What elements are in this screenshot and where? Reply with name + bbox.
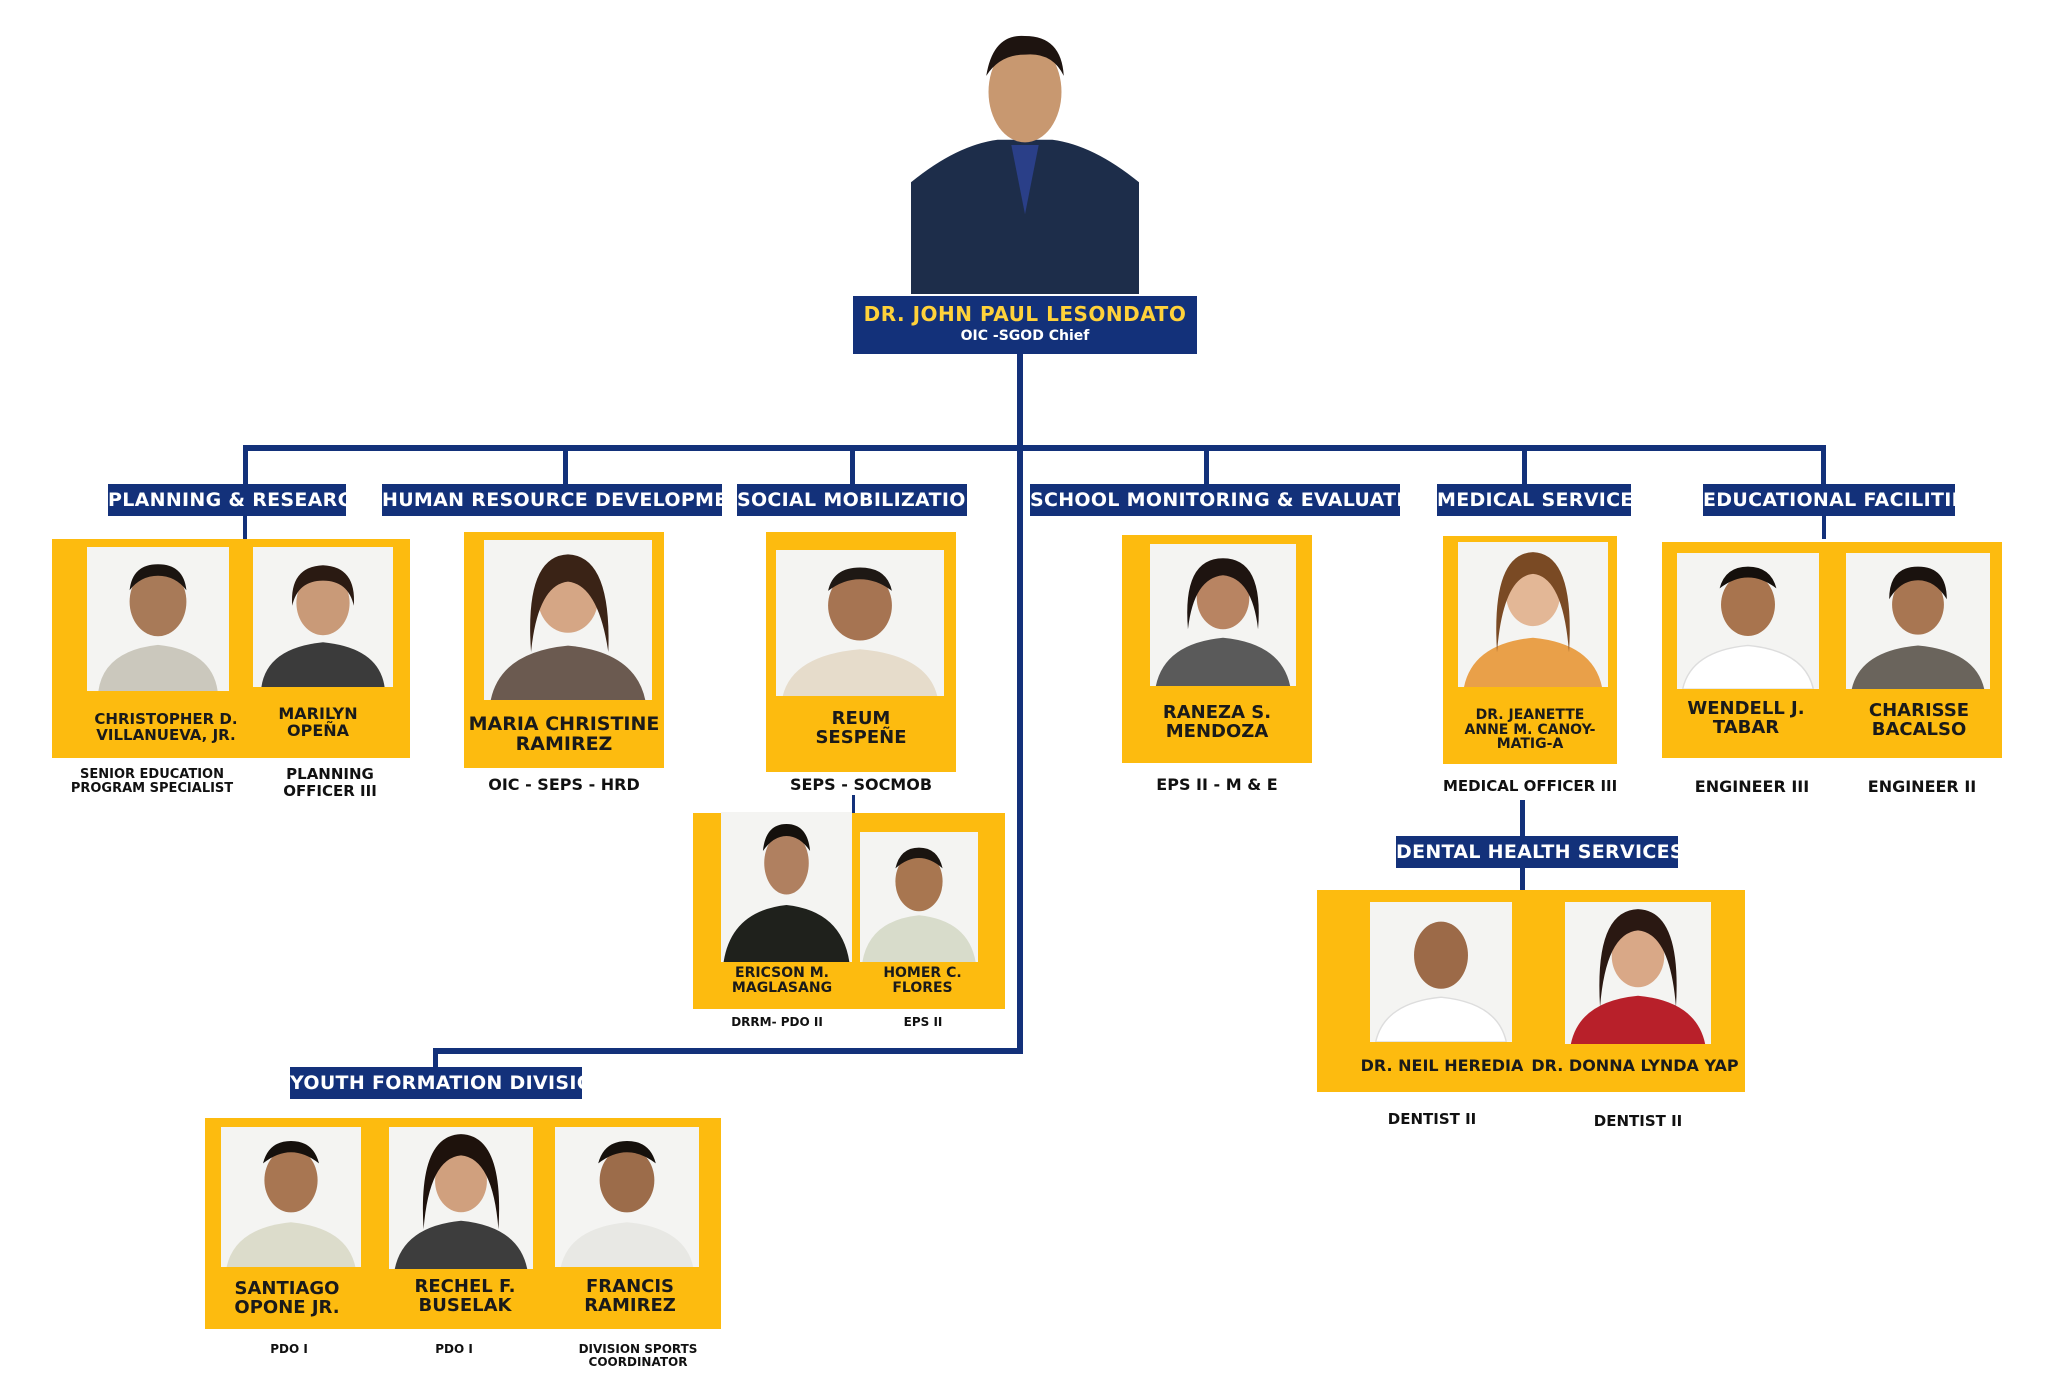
dept-school-monitoring-evaluation: SCHOOL MONITORING & EVALUATION (1030, 484, 1436, 516)
name-tabar: WENDELL J. TABAR (1687, 698, 1805, 738)
role-tabar: ENGINEER III (1694, 777, 1810, 796)
connector-horizontal-main (243, 445, 1826, 451)
name-flores: HOMER C. FLORES (883, 965, 962, 996)
name-heredia: DR. NEIL HEREDIA (1360, 1056, 1524, 1075)
role-yap: DENTIST II (1593, 1112, 1683, 1130)
dept-dental-health-services: DENTAL HEALTH SERVICES (1396, 836, 1684, 868)
photo-tabar (1677, 553, 1819, 689)
chief-title: OIC -SGOD Chief (960, 328, 1090, 344)
role-ramirez-mc: OIC - SEPS - HRD (488, 775, 640, 794)
name-canoy: DR. JEANETTE ANNE M. CANOY- MATIG-A (1464, 707, 1596, 753)
role-opone: PDO I (270, 1342, 308, 1356)
photo-maglasang (721, 812, 852, 962)
name-sespene: REUM SESPEÑE (815, 708, 907, 748)
chief-name: DR. JOHN PAUL LESONDATO (863, 302, 1187, 326)
dept-youth-formation-division: YOUTH FORMATION DIVISION (290, 1067, 609, 1099)
role-sespene: SEPS - SOCMOB (789, 775, 933, 794)
role-mendoza: EPS II - M & E (1156, 775, 1278, 794)
role-maglasang: DRRM- PDO II (731, 1015, 823, 1029)
connector-hrd (563, 445, 568, 485)
connector-chief-down (1017, 354, 1023, 1054)
connector-planning (243, 445, 248, 485)
name-opena: MARILYN OPEÑA (278, 704, 358, 740)
role-canoy: MEDICAL OFFICER III (1443, 777, 1618, 795)
photo-sespene (776, 550, 944, 696)
role-villanueva: SENIOR EDUCATION PROGRAM SPECIALIST (70, 767, 234, 797)
photo-villanueva (87, 547, 229, 691)
name-opone: SANTIAGO OPONE JR. (234, 1278, 340, 1318)
connector-planning-down (243, 515, 247, 539)
role-ramirez-f: DIVISION SPORTS COORDINATOR (578, 1342, 698, 1370)
role-flores: EPS II (903, 1015, 943, 1029)
photo-buselak (389, 1127, 533, 1269)
name-villanueva: CHRISTOPHER D. VILLANUEVA, JR. (94, 710, 238, 744)
connector-sme (1204, 445, 1209, 485)
photo-yap (1565, 902, 1711, 1044)
chief-title-box: DR. JOHN PAUL LESONDATO OIC -SGOD Chief (853, 296, 1197, 354)
dept-educational-facilities: EDUCATIONAL FACILITIES (1703, 484, 1979, 516)
connector-facilities-down (1822, 515, 1826, 539)
connector-facilities (1821, 445, 1826, 485)
name-buselak: RECHEL F. BUSELAK (414, 1276, 516, 1316)
connector-medical (1522, 445, 1527, 485)
name-mendoza: RANEZA S. MENDOZA (1162, 702, 1272, 742)
dept-medical-services: MEDICAL SERVICES (1437, 484, 1647, 516)
photo-bacalso (1846, 553, 1990, 689)
photo-heredia (1370, 902, 1512, 1042)
name-yap: DR. DONNA LYNDA YAP (1531, 1056, 1739, 1075)
role-bacalso: ENGINEER II (1867, 777, 1977, 796)
photo-mendoza (1150, 544, 1296, 686)
photo-ramirez-mc (484, 540, 652, 700)
role-heredia: DENTIST II (1387, 1110, 1477, 1128)
photo-ramirez-f (555, 1127, 699, 1267)
name-maglasang: ERICSON M. MAGLASANG (731, 965, 833, 996)
role-buselak: PDO I (435, 1342, 473, 1356)
photo-opena (253, 547, 393, 687)
photo-canoy (1458, 542, 1608, 687)
connector-youth-horizontal (433, 1048, 1023, 1054)
dept-human-resource-development: HUMAN RESOURCE DEVELOPMENT (382, 484, 757, 516)
connector-socmob (850, 445, 855, 485)
connector-youth-down (433, 1048, 438, 1068)
connector-socmob-sub (852, 795, 855, 813)
name-bacalso: CHARISSE BACALSO (1868, 700, 1970, 740)
photo-flores (860, 832, 978, 962)
photo-opone (221, 1127, 361, 1267)
name-ramirez-f: FRANCIS RAMIREZ (584, 1276, 676, 1316)
role-opena: PLANNING OFFICER III (283, 765, 377, 800)
connector-medical-dental (1520, 800, 1525, 836)
chief-photo (911, 28, 1139, 294)
connector-dental-panel (1520, 868, 1525, 890)
name-ramirez-mc: MARIA CHRISTINE RAMIREZ (468, 713, 660, 755)
dept-planning-research: PLANNING & RESEARCH (108, 484, 368, 516)
dept-social-mobilization: SOCIAL MOBILIZATION (737, 484, 982, 516)
